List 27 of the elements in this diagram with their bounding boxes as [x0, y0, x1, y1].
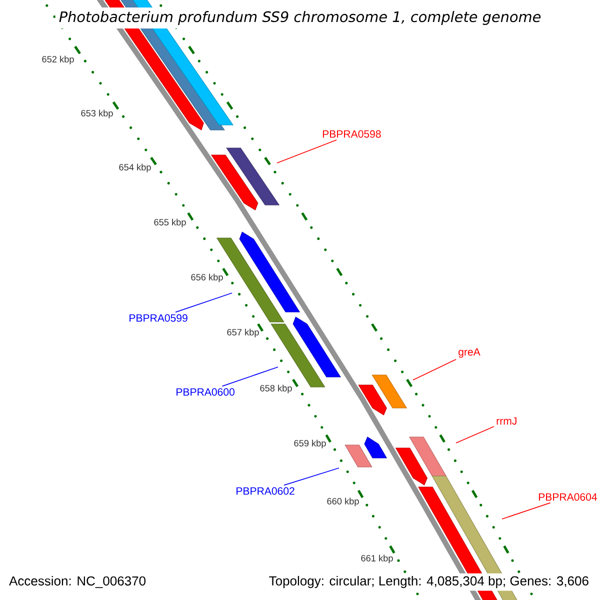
- scale-label: 653 kbp: [81, 110, 113, 118]
- leader-line: [175, 292, 232, 313]
- scale-label: 654 kbp: [119, 164, 151, 172]
- scale-label: 656 kbp: [191, 274, 223, 282]
- gene-label: PBPRA0600: [176, 388, 234, 396]
- leader-line: [284, 468, 340, 486]
- gene-label: PBPRA0599: [130, 314, 188, 322]
- scale-label: 661 kbp: [361, 554, 393, 564]
- scale-label: 658 kbp: [260, 384, 292, 394]
- scale-label: 655 kbp: [154, 218, 186, 228]
- leader-line: [276, 139, 338, 164]
- leader-line: [456, 426, 494, 444]
- title: Photobacterium profundum SS9 chromosome 1, complete genome: [55, 8, 545, 28]
- scale-label: 660 kbp: [327, 498, 359, 506]
- scale-label: 657 kbp: [227, 328, 259, 338]
- scale-label: 652 kbp: [42, 56, 74, 64]
- gene-label: greA: [458, 348, 480, 358]
- accession-note: Accession: NC_006370: [6, 573, 149, 591]
- gene-label: PBPRA0604: [538, 493, 597, 501]
- leader-line: [502, 502, 551, 520]
- scale-label: 659 kbp: [294, 440, 326, 448]
- gene-label: rrmJ: [496, 417, 516, 425]
- gene-label: PBPRA0598: [322, 130, 381, 138]
- leader-line: [412, 358, 456, 380]
- gene-label: PBPRA0602: [236, 487, 294, 495]
- genome-stats-note: Topology: circular; Length: 4,085,304 bp; Genes: 3,606: [266, 573, 592, 591]
- leader-line: [222, 366, 278, 387]
